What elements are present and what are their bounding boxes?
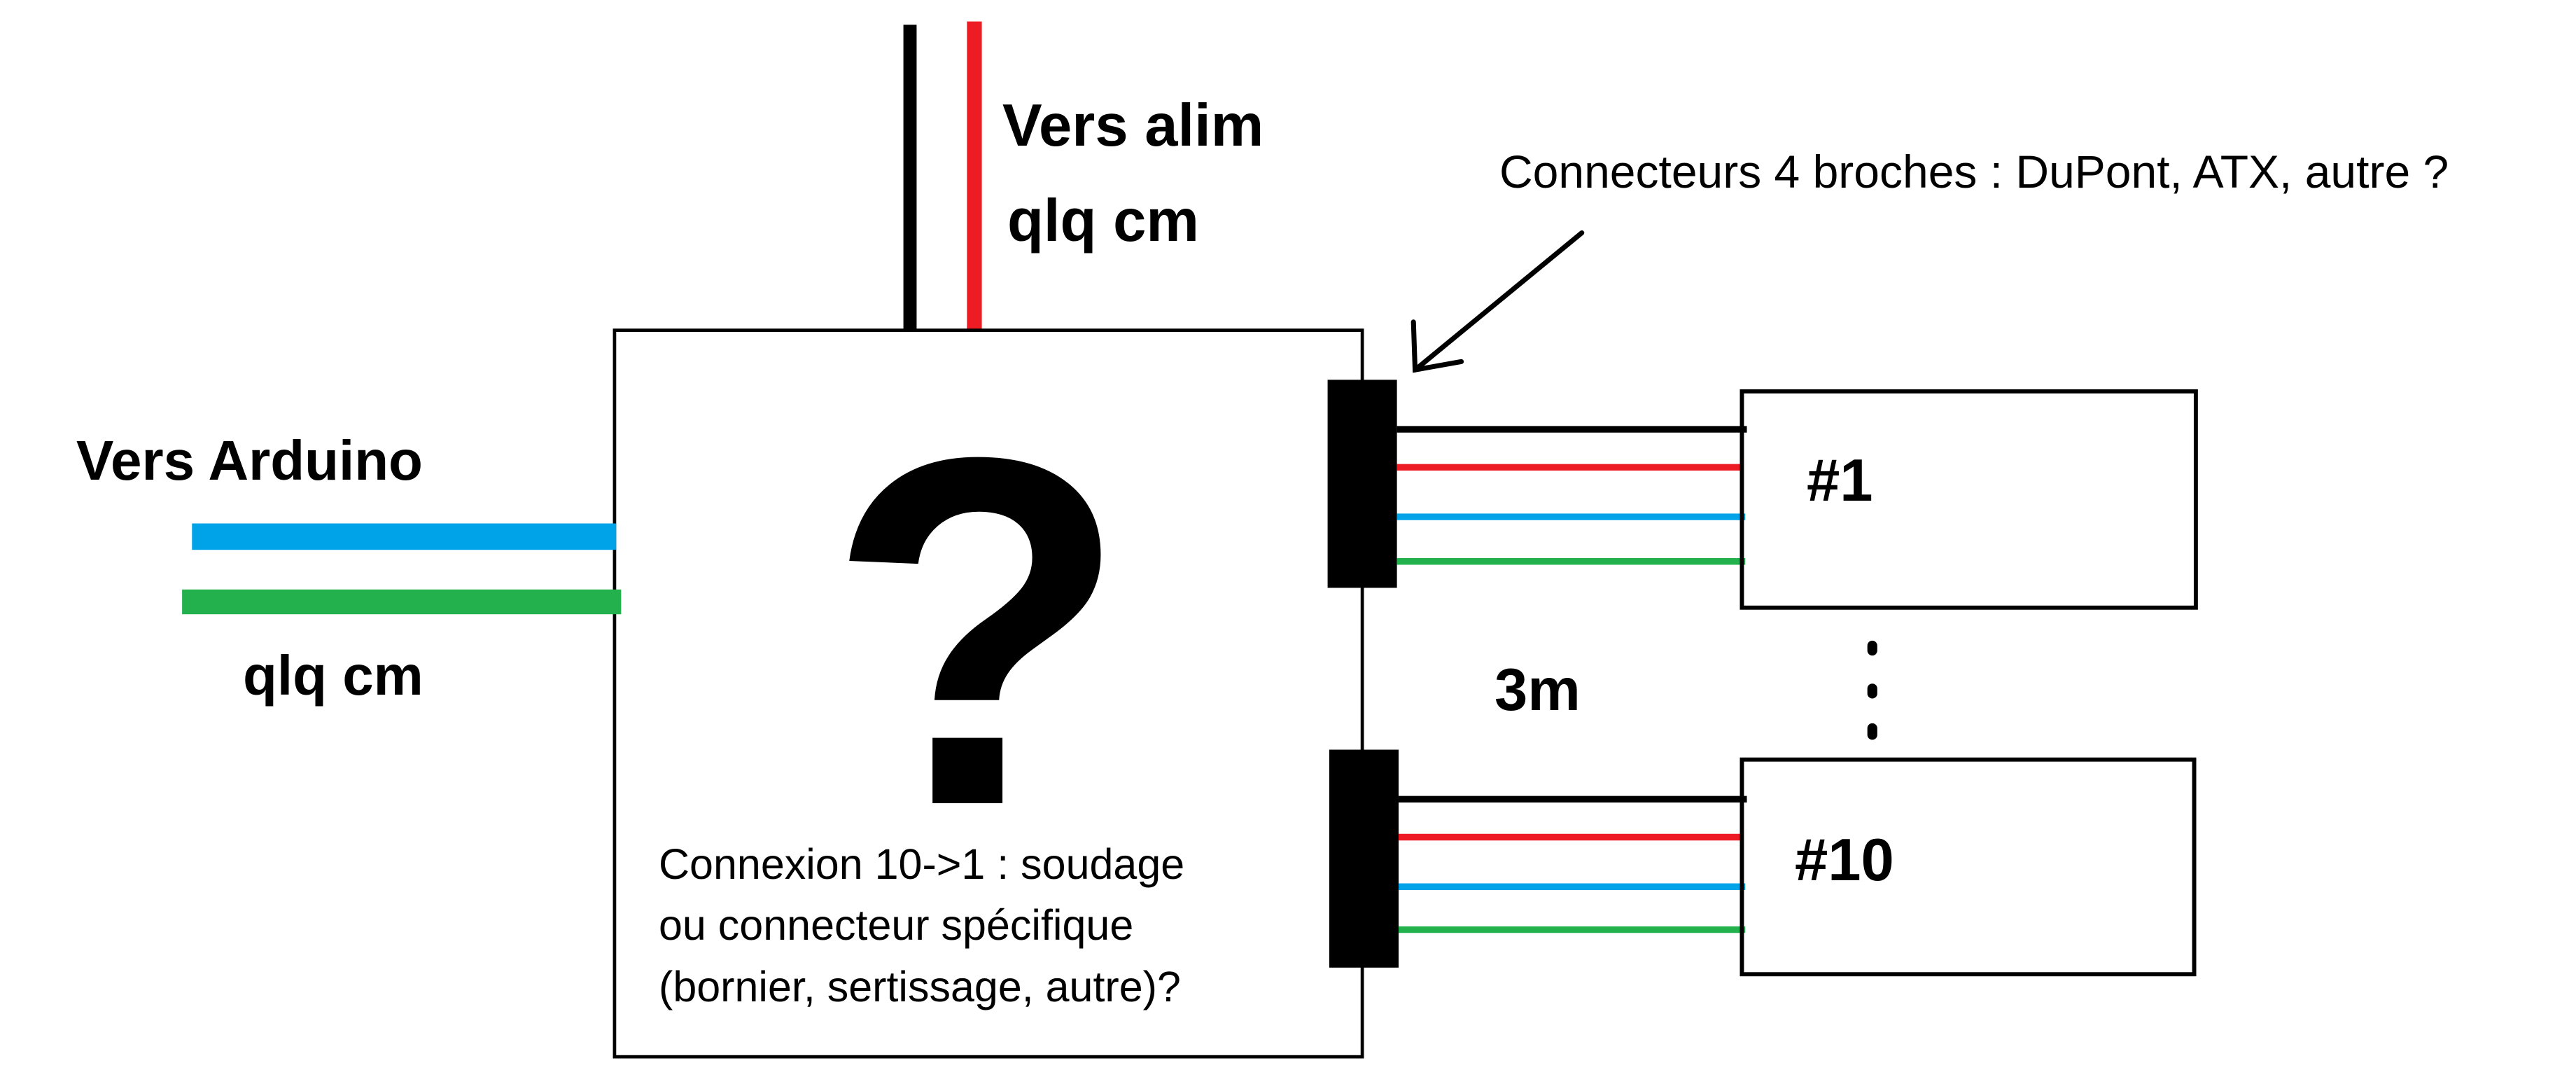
connector-note: Connecteurs 4 broches : DuPont, ATX, aut… (1499, 146, 2449, 197)
connection-note-line-1: Connexion 10->1 : soudage (659, 840, 1185, 888)
connector-10 (1329, 749, 1399, 968)
device-1-box (1740, 389, 2198, 610)
connection-note-line-3: (bornier, sertissage, autre)? (659, 963, 1181, 1010)
connector-1 (1327, 380, 1397, 588)
cable-length-label: 3m (1494, 657, 1581, 723)
connection-note-line-2: ou connecteur spécifique (659, 901, 1134, 949)
device-10-label: #10 (1795, 827, 1894, 894)
unknown-junction-box (612, 328, 1364, 1059)
arduino-length-label: qlq cm (243, 644, 424, 707)
device-10-box (1740, 757, 2197, 977)
device-1-label: #1 (1807, 447, 1873, 514)
power-length-label: qlq cm (1007, 188, 1199, 254)
power-label: Vers alim (1002, 92, 1264, 159)
arduino-wire-blue (192, 523, 617, 550)
arduino-wire-green (182, 589, 622, 615)
ellipsis-dots (1867, 640, 1877, 740)
arrow-icon (1410, 230, 1585, 373)
arduino-label: Vers Arduino (76, 429, 423, 492)
cable-1 (1396, 426, 1747, 565)
question-mark: ? (826, 355, 1130, 909)
cable-10 (1398, 795, 1747, 933)
